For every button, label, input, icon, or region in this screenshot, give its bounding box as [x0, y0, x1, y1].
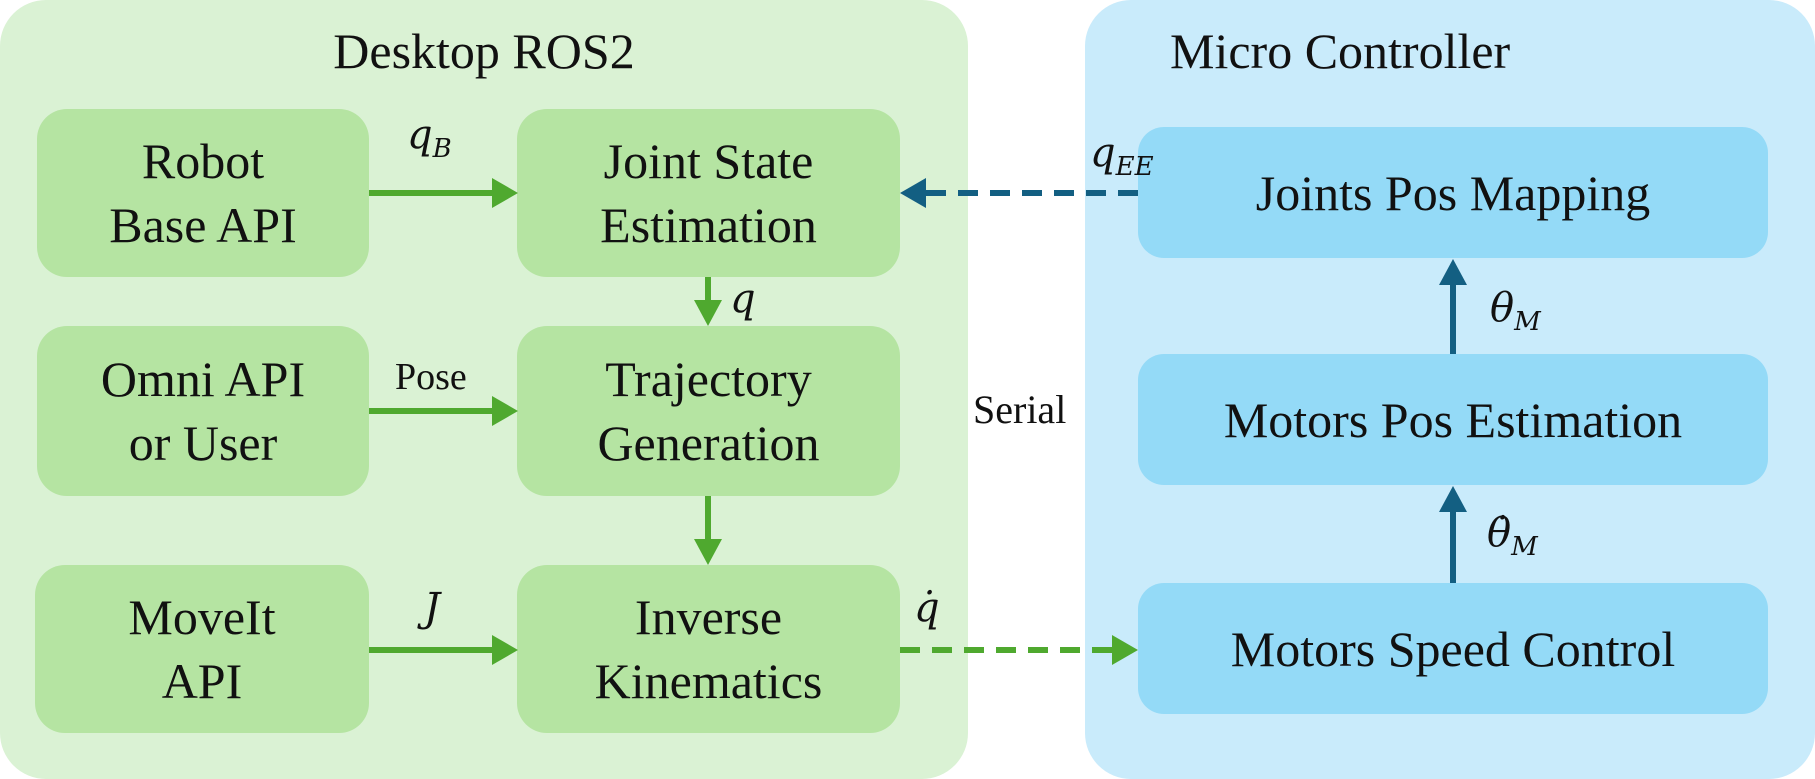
block-label-line: Motors Speed Control	[1230, 620, 1676, 677]
label-q-b-base: q	[407, 112, 433, 158]
inverse-kinematics-block: Inverse Kinematics	[517, 565, 900, 733]
label-q-ee-base: q	[1090, 130, 1116, 176]
block-label-line: Joint State	[603, 133, 814, 189]
block-label-line: API	[161, 653, 243, 709]
block-label-line: Omni API	[100, 351, 306, 407]
label-theta-m-base: θ	[1490, 285, 1515, 331]
block-label-line: Generation	[597, 415, 820, 471]
arrow-moveit-to-ik	[369, 635, 518, 665]
label-theta-dot-m: θ̇M	[1487, 510, 1538, 562]
block-label-line: or User	[128, 415, 278, 471]
micro-controller-title: Micro Controller	[1170, 23, 1511, 79]
block-label-line: Kinematics	[594, 653, 823, 709]
arrow-jse-to-traj	[694, 277, 722, 326]
label-q-ee-sub: EE	[1115, 152, 1154, 182]
arrow-jpm-to-jse	[900, 178, 1138, 208]
motors-speed-control-block: Motors Speed Control	[1138, 583, 1768, 714]
arrow-ik-to-msc	[900, 635, 1138, 665]
arrow-traj-to-ik	[694, 496, 722, 565]
label-serial: Serial	[973, 387, 1067, 432]
block-label-line: Trajectory	[605, 351, 812, 407]
arrow-mpe-to-jpm	[1439, 259, 1467, 354]
label-q-dot: q̇	[914, 585, 940, 631]
label-theta-m-sub: M	[1514, 307, 1541, 337]
block-label-line: Robot	[141, 133, 265, 189]
motors-pos-estimation-block: Motors Pos Estimation	[1138, 354, 1768, 485]
arrow-msc-to-mpe	[1439, 486, 1467, 583]
arrow-robot-to-jse	[369, 178, 518, 208]
block-label-line: Estimation	[600, 197, 817, 253]
joints-pos-mapping-block: Joints Pos Mapping	[1138, 127, 1768, 258]
label-theta-dot-m-base: θ̇	[1487, 510, 1512, 556]
block-label-line: Inverse	[634, 589, 783, 645]
label-q: q	[730, 276, 756, 322]
label-q-b-sub: B	[432, 134, 452, 164]
block-label-line: Motors Pos Estimation	[1223, 391, 1683, 448]
label-theta-dot-m-sub: M	[1511, 532, 1538, 562]
label-j: J	[424, 585, 441, 631]
omni-api-block: Omni API or User	[37, 326, 369, 496]
joint-state-estimation-block: Joint State Estimation	[517, 109, 900, 277]
block-label-line: Base API	[109, 197, 297, 253]
desktop-ros2-title: Desktop ROS2	[333, 23, 635, 79]
label-theta-m: θM	[1490, 285, 1541, 337]
label-q-b: qB	[407, 112, 452, 164]
block-label-line: Joints Pos Mapping	[1255, 164, 1651, 221]
trajectory-generation-block: Trajectory Generation	[517, 326, 900, 496]
robot-base-api-block: Robot Base API	[37, 109, 369, 277]
block-label-line: MoveIt	[128, 589, 276, 645]
moveit-api-block: MoveIt API	[35, 565, 369, 733]
arrow-omni-to-traj	[369, 396, 518, 426]
label-q-ee: qEE	[1090, 130, 1154, 182]
label-pose: Pose	[395, 356, 467, 398]
